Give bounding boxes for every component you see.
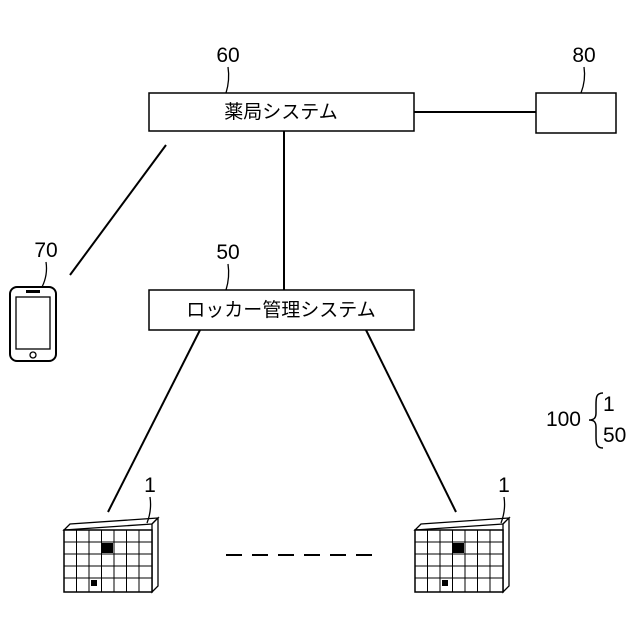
- locker-mgmt-ref: 50: [216, 241, 239, 264]
- locker-unit-right-icon: [415, 518, 509, 592]
- locker-mgmt-leader: [226, 264, 229, 290]
- system-group-brace: [589, 393, 603, 448]
- pharmacy-system-ref: 60: [216, 44, 239, 67]
- link-mgmt-locker-right: [366, 330, 456, 512]
- locker-right-ref: 1: [498, 474, 510, 497]
- link-pharmacy-terminal: [70, 145, 166, 275]
- pharmacy-system-label: 薬局システム: [224, 101, 337, 123]
- system-group-ref: 100: [546, 408, 581, 431]
- system-group-member-1: 1: [603, 393, 615, 416]
- system-group-member-2: 50: [603, 424, 626, 447]
- terminal-ref: 70: [34, 239, 57, 262]
- locker-mgmt-label: ロッカー管理システム: [186, 299, 375, 321]
- pharmacy-system-leader: [226, 67, 229, 93]
- locker-unit-left-icon: [64, 518, 158, 592]
- locker-left-ref: 1: [144, 474, 156, 497]
- smartphone-icon: [10, 287, 56, 361]
- external-device-ref: 80: [572, 44, 595, 67]
- external-device-box: [536, 93, 616, 133]
- terminal-leader: [42, 262, 47, 287]
- external-device-leader: [581, 67, 585, 93]
